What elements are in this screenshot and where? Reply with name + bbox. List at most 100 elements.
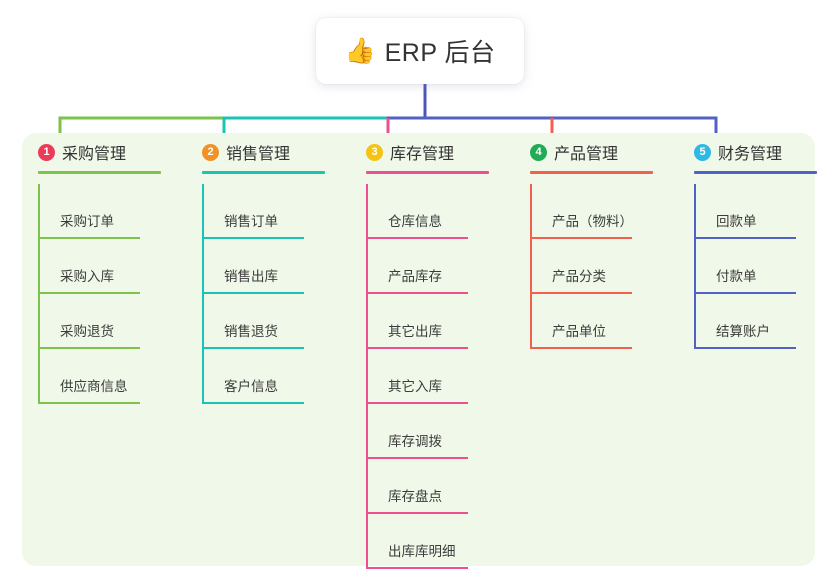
branch-item-label: 销售出库 <box>224 269 278 284</box>
root-title: ERP 后台 <box>384 39 496 67</box>
branch-item-label: 回款单 <box>716 214 757 229</box>
branch-column-2: 2 销售管理销售订单销售出库销售退货客户信息 <box>186 133 350 566</box>
branch-item[interactable]: 产品分类 <box>530 239 678 294</box>
branch-title: 财务管理 <box>718 146 783 163</box>
branch-item-underline <box>368 512 468 514</box>
branch-header-underline <box>38 171 161 174</box>
branch-header-4[interactable]: 4 产品管理 <box>528 133 678 174</box>
branch-number-badge: 1 <box>38 143 55 161</box>
branch-item-underline <box>204 237 304 239</box>
branch-item-underline <box>204 347 304 349</box>
thumbs-up-icon: 👍 <box>344 36 376 65</box>
branch-item-label: 库存调拨 <box>388 434 442 449</box>
branch-title: 产品管理 <box>554 146 619 163</box>
branch-item[interactable]: 仓库信息 <box>366 184 514 239</box>
branch-item-label: 出库库明细 <box>388 544 456 559</box>
branch-spine <box>694 184 696 349</box>
branch-item-underline <box>696 292 796 294</box>
branch-item-label: 产品库存 <box>388 269 442 284</box>
branch-item-label: 其它出库 <box>388 324 442 339</box>
branch-item[interactable]: 出库库明细 <box>366 514 514 569</box>
branch-item[interactable]: 采购入库 <box>38 239 186 294</box>
branch-item[interactable]: 产品单位 <box>530 294 678 349</box>
branch-item-underline <box>368 237 468 239</box>
branch-header-2[interactable]: 2 销售管理 <box>200 133 350 174</box>
branch-item-list: 销售订单销售出库销售退货客户信息 <box>200 184 350 404</box>
branch-item[interactable]: 结算账户 <box>694 294 839 349</box>
branch-item-label: 库存盘点 <box>388 489 442 504</box>
branch-item-underline <box>532 347 632 349</box>
branch-item-underline <box>368 567 468 569</box>
branch-item-list: 采购订单采购入库采购退货供应商信息 <box>36 184 186 404</box>
branch-header-underline <box>366 171 489 174</box>
content-panel <box>22 133 815 566</box>
branch-item-underline <box>368 402 468 404</box>
branch-title: 销售管理 <box>226 146 291 163</box>
branch-item-underline <box>204 402 304 404</box>
branch-column-3: 3 库存管理仓库信息产品库存其它出库其它入库库存调拨库存盘点出库库明细 <box>350 133 514 569</box>
branch-item[interactable]: 销售退货 <box>202 294 350 349</box>
branch-item[interactable]: 库存调拨 <box>366 404 514 459</box>
branch-item-label: 供应商信息 <box>60 379 128 394</box>
branch-item-underline <box>368 292 468 294</box>
branch-item[interactable]: 销售订单 <box>202 184 350 239</box>
branch-item-label: 采购订单 <box>60 214 114 229</box>
branch-number-badge: 5 <box>694 143 711 161</box>
branch-item-underline <box>696 237 796 239</box>
branch-spine <box>202 184 204 404</box>
branch-item[interactable]: 其它入库 <box>366 349 514 404</box>
branch-item-label: 采购入库 <box>60 269 114 284</box>
branch-item-underline <box>40 347 140 349</box>
branch-item-label: 结算账户 <box>716 324 770 339</box>
branch-number-badge: 3 <box>366 143 383 161</box>
branch-item-underline <box>368 347 468 349</box>
branch-item[interactable]: 回款单 <box>694 184 839 239</box>
branch-number-badge: 2 <box>202 143 219 161</box>
branch-item-label: 产品（物料） <box>552 214 633 229</box>
branch-column-5: 5 财务管理回款单付款单结算账户 <box>678 133 839 566</box>
branch-item[interactable]: 采购订单 <box>38 184 186 239</box>
branch-item[interactable]: 供应商信息 <box>38 349 186 404</box>
branch-item-underline <box>40 237 140 239</box>
branch-item[interactable]: 库存盘点 <box>366 459 514 514</box>
branch-item[interactable]: 销售出库 <box>202 239 350 294</box>
branch-item-underline <box>532 237 632 239</box>
branch-header-underline <box>530 171 653 174</box>
branch-item[interactable]: 付款单 <box>694 239 839 294</box>
branch-column-4: 4 产品管理产品（物料） 产品分类产品单位 <box>514 133 678 566</box>
branch-header-underline <box>694 171 817 174</box>
branch-item-underline <box>40 402 140 404</box>
branch-item[interactable]: 客户信息 <box>202 349 350 404</box>
branch-item-label: 付款单 <box>716 269 757 284</box>
branch-item-label: 销售订单 <box>224 214 278 229</box>
branch-item-label: 销售退货 <box>224 324 278 339</box>
branch-item-label: 产品分类 <box>552 269 606 284</box>
branch-item-label: 客户信息 <box>224 379 278 394</box>
branch-header-5[interactable]: 5 财务管理 <box>692 133 839 174</box>
branch-item-underline <box>368 457 468 459</box>
branch-item-label: 仓库信息 <box>388 214 442 229</box>
branch-item-label: 产品单位 <box>552 324 606 339</box>
branch-item[interactable]: 产品（物料） <box>530 184 678 239</box>
branch-title: 库存管理 <box>390 146 455 163</box>
branch-item[interactable]: 采购退货 <box>38 294 186 349</box>
root-node[interactable]: 👍 ERP 后台 <box>316 18 524 84</box>
branch-item[interactable]: 其它出库 <box>366 294 514 349</box>
branch-header-underline <box>202 171 325 174</box>
branch-item-underline <box>696 347 796 349</box>
branch-spine <box>38 184 40 404</box>
branch-item-underline <box>204 292 304 294</box>
branch-number-badge: 4 <box>530 143 547 161</box>
branch-spine <box>366 184 368 569</box>
branch-item[interactable]: 产品库存 <box>366 239 514 294</box>
branch-item-label: 其它入库 <box>388 379 442 394</box>
branch-item-list: 产品（物料） 产品分类产品单位 <box>528 184 678 349</box>
branch-item-underline <box>40 292 140 294</box>
branch-header-3[interactable]: 3 库存管理 <box>364 133 514 174</box>
branch-item-label: 采购退货 <box>60 324 114 339</box>
branch-item-list: 仓库信息产品库存其它出库其它入库库存调拨库存盘点出库库明细 <box>364 184 514 569</box>
